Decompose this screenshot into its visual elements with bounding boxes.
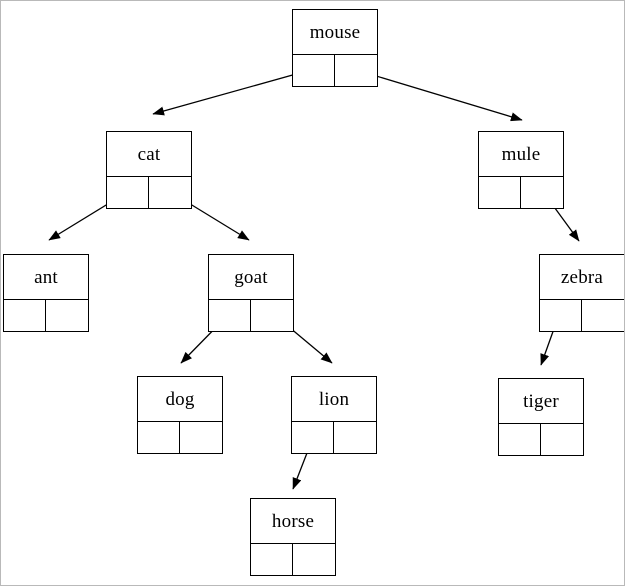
tree-node-pointers-goat <box>209 300 293 331</box>
tree-node-pointers-zebra <box>540 300 624 331</box>
tree-node-ant[interactable]: ant <box>3 254 89 332</box>
tree-node-right-pointer-goat[interactable] <box>251 300 293 331</box>
tree-node-right-pointer-cat[interactable] <box>149 177 191 208</box>
tree-node-label-zebra: zebra <box>540 255 624 300</box>
tree-node-left-pointer-horse[interactable] <box>251 544 293 575</box>
tree-node-right-pointer-lion[interactable] <box>334 422 376 453</box>
tree-node-right-pointer-dog[interactable] <box>180 422 222 453</box>
tree-node-label-mouse: mouse <box>293 10 377 55</box>
tree-node-pointers-lion <box>292 422 376 453</box>
tree-node-label-tiger: tiger <box>499 379 583 424</box>
tree-node-right-pointer-mouse[interactable] <box>335 55 377 86</box>
tree-node-left-pointer-dog[interactable] <box>138 422 180 453</box>
tree-node-right-pointer-mule[interactable] <box>521 177 563 208</box>
tree-node-pointers-mule <box>479 177 563 208</box>
tree-node-right-pointer-zebra[interactable] <box>582 300 624 331</box>
tree-edge-mouse-left-to-cat <box>152 68 315 116</box>
tree-node-left-pointer-ant[interactable] <box>4 300 46 331</box>
tree-node-label-dog: dog <box>138 377 222 422</box>
tree-node-label-cat: cat <box>107 132 191 177</box>
tree-node-pointers-dog <box>138 422 222 453</box>
tree-node-zebra[interactable]: zebra <box>539 254 624 332</box>
tree-node-pointers-mouse <box>293 55 377 86</box>
tree-node-pointers-ant <box>4 300 88 331</box>
tree-node-left-pointer-mule[interactable] <box>479 177 521 208</box>
tree-node-horse[interactable]: horse <box>250 498 336 576</box>
tree-node-left-pointer-tiger[interactable] <box>499 424 541 455</box>
tree-node-left-pointer-zebra[interactable] <box>540 300 582 331</box>
tree-node-goat[interactable]: goat <box>208 254 294 332</box>
tree-node-tiger[interactable]: tiger <box>498 378 584 456</box>
tree-node-left-pointer-lion[interactable] <box>292 422 334 453</box>
tree-node-pointers-tiger <box>499 424 583 455</box>
tree-node-left-pointer-goat[interactable] <box>209 300 251 331</box>
tree-edge-mouse-right-to-mule <box>352 68 523 122</box>
tree-node-dog[interactable]: dog <box>137 376 223 454</box>
tree-node-left-pointer-mouse[interactable] <box>293 55 335 86</box>
tree-node-pointers-cat <box>107 177 191 208</box>
tree-node-label-ant: ant <box>4 255 88 300</box>
tree-node-right-pointer-ant[interactable] <box>46 300 88 331</box>
tree-node-label-horse: horse <box>251 499 335 544</box>
tree-node-label-mule: mule <box>479 132 563 177</box>
tree-node-right-pointer-tiger[interactable] <box>541 424 583 455</box>
tree-node-label-lion: lion <box>292 377 376 422</box>
tree-node-cat[interactable]: cat <box>106 131 192 209</box>
tree-node-lion[interactable]: lion <box>291 376 377 454</box>
tree-node-left-pointer-cat[interactable] <box>107 177 149 208</box>
tree-node-label-goat: goat <box>209 255 293 300</box>
tree-node-mule[interactable]: mule <box>478 131 564 209</box>
tree-node-pointers-horse <box>251 544 335 575</box>
tree-node-mouse[interactable]: mouse <box>292 9 378 87</box>
tree-node-right-pointer-horse[interactable] <box>293 544 335 575</box>
